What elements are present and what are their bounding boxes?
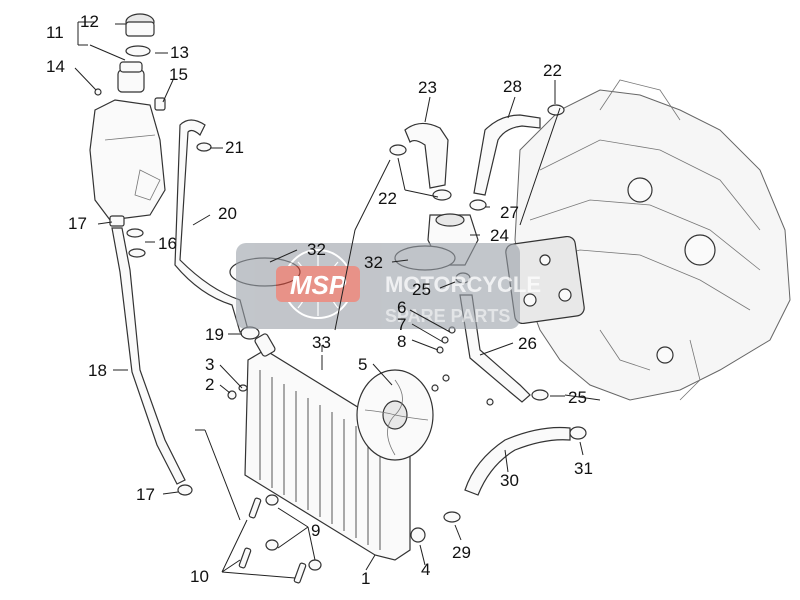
callout-33: 33 [312,333,331,352]
callout-14: 14 [46,57,65,76]
clamp-29 [443,511,461,523]
callout-4: 4 [421,560,430,579]
clamp-31 [569,426,587,440]
callout-23: 23 [418,78,437,97]
callout-22-left: 22 [378,189,397,208]
leader-lines [74,21,601,579]
callout-26: 26 [518,334,537,353]
fan-nut-4 [410,527,426,543]
callout-31: 31 [574,459,593,478]
callout-24: 24 [490,226,509,245]
callout-3: 3 [205,355,214,374]
radiator [244,333,411,561]
callout-10: 10 [190,567,209,586]
callout-15: 15 [169,65,188,84]
hose-30 [464,426,571,496]
callout-25-upper: 25 [412,280,431,299]
callout-22-right: 22 [543,61,562,80]
callout-8: 8 [397,332,406,351]
hose-18 [111,227,186,485]
msp-logo-text: MSP [290,270,347,300]
callout-13: 13 [170,43,189,62]
clamp-27 [469,199,487,211]
hose-28 [473,114,541,196]
clamp-17-upper [109,215,125,227]
callout-9: 9 [311,521,320,540]
fasteners-6-7-8 [431,326,494,406]
callout-17-lower: 17 [136,485,155,504]
callout-7: 7 [397,315,406,334]
callout-2: 2 [205,375,214,394]
tank-screw [94,88,102,96]
watermark [236,243,520,329]
expansion-tank [89,61,166,221]
callout-29: 29 [452,543,471,562]
watermark-panel [236,243,520,329]
cap-gasket [125,45,151,57]
clamp-17-lower [177,484,193,496]
callout-11: 11 [46,23,64,42]
callout-21: 21 [225,138,244,157]
callout-25-lower: 25 [568,388,587,407]
callout-1: 1 [361,569,370,588]
grommets-16 [126,228,146,258]
callout-20: 20 [218,204,237,223]
cooling-fan [356,369,434,461]
hose-20 [174,119,249,333]
watermark-line1: MOTORCYCLE [385,272,541,297]
callout-12: 12 [80,12,99,31]
callout-30: 30 [500,471,519,490]
engine-block [505,79,791,401]
callout-28: 28 [503,77,522,96]
callout-16: 16 [158,234,177,253]
clamp-21 [196,142,212,152]
callout-17-upper: 17 [68,214,87,233]
callout-19: 19 [205,325,224,344]
hose-23 [404,122,449,189]
callout-5: 5 [358,355,367,374]
callout-27: 27 [500,203,519,222]
radiator-fins [259,370,381,550]
callout-6: 6 [397,298,406,317]
callout-32-left: 32 [307,240,326,259]
watermark-line2: SPARE PARTS [385,306,510,326]
msp-logo-badge [276,266,360,302]
tank-cap [125,13,155,37]
mounting-screws-10 [238,497,307,584]
screw-2-washer-3 [227,384,248,400]
callout-labels: 11 12 13 14 15 21 17 16 20 18 17 19 3 2 … [46,12,593,588]
tank-fitting [154,97,166,111]
callout-18: 18 [88,361,107,380]
clamp-25-lower [531,389,549,401]
callout-32-right: 32 [364,253,383,272]
clamps-22 [389,104,565,201]
